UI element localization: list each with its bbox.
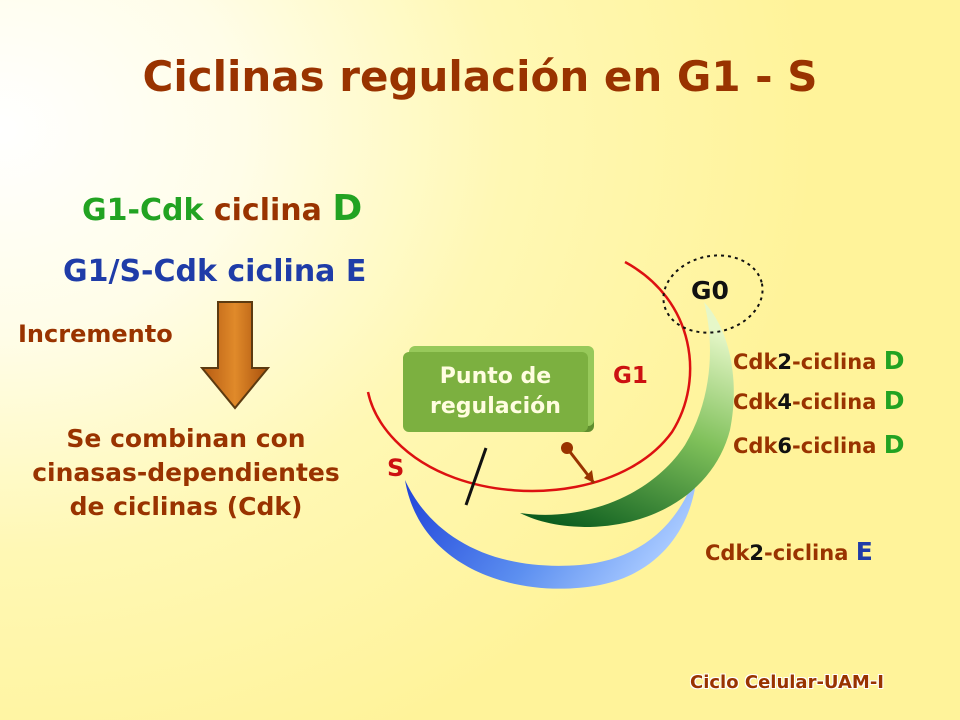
g1-label: G1 xyxy=(613,363,648,389)
cdk6-ciclina-d: Cdk6-ciclina D xyxy=(733,430,904,459)
cdk-number: 2 xyxy=(749,541,765,565)
combinan-line: cinasas-dependientes xyxy=(32,458,340,487)
cdk4-ciclina-d: Cdk4-ciclina D xyxy=(733,386,904,415)
g1-phase-arc xyxy=(520,302,734,527)
g1-cdk-label: G1-Cdk xyxy=(82,193,204,228)
cdk-number: 2 xyxy=(777,350,793,374)
cyclin-letter: D xyxy=(883,430,905,459)
combinan-line: de ciclinas (Cdk) xyxy=(69,492,303,521)
cdk2-ciclina-d: Cdk2-ciclina D xyxy=(733,346,904,375)
cyclin-letter: D xyxy=(883,386,905,415)
slide-title: Ciclinas regulación en G1 - S xyxy=(142,52,818,101)
incremento-label: Incremento xyxy=(18,320,173,348)
g0-dotted-ellipse xyxy=(662,254,764,334)
box-line: regulación xyxy=(430,394,561,419)
ciclina-text: -ciclina xyxy=(792,434,884,458)
down-arrow-icon xyxy=(200,301,271,410)
cyclin-letter: E xyxy=(855,537,873,566)
ciclina-text: -ciclina xyxy=(764,541,856,565)
box-line: Punto de xyxy=(439,364,552,389)
pointer-arrowhead xyxy=(584,470,594,483)
cyclin-letter: D xyxy=(883,346,905,375)
combinan-line: Se combinan con xyxy=(66,424,306,453)
pointer-dot xyxy=(561,442,573,454)
checkpoint-slash xyxy=(464,447,488,506)
cdk-text: Cdk xyxy=(705,541,750,565)
s-phase-arc xyxy=(405,470,697,589)
ciclina-text: -ciclina xyxy=(792,390,884,414)
cdk-text: Cdk xyxy=(733,350,778,374)
cdk-number: 6 xyxy=(777,434,793,458)
ciclina-text: -ciclina xyxy=(792,350,884,374)
combinan-text: Se combinan con cinasas-dependientes de … xyxy=(0,422,372,524)
s-label: S xyxy=(387,454,405,482)
cdk-number: 4 xyxy=(777,390,793,414)
cdk-text: Cdk xyxy=(733,434,778,458)
punto-regulacion-box: Punto de regulación xyxy=(403,352,588,432)
cdk2-ciclina-e: Cdk2-ciclina E xyxy=(705,537,873,566)
cycle-line xyxy=(366,260,692,493)
g0-label: G0 xyxy=(691,276,729,305)
g1s-cdk-line: G1/S-Cdk ciclina E xyxy=(63,254,367,289)
ciclina-label: ciclina xyxy=(203,193,333,228)
cdk-text: Cdk xyxy=(733,390,778,414)
g1-cdk-line: G1-Cdk ciclina D xyxy=(82,188,362,229)
ciclina-d-letter: D xyxy=(332,188,363,229)
footer-credit: Ciclo Celular-UAM-I xyxy=(690,672,884,693)
